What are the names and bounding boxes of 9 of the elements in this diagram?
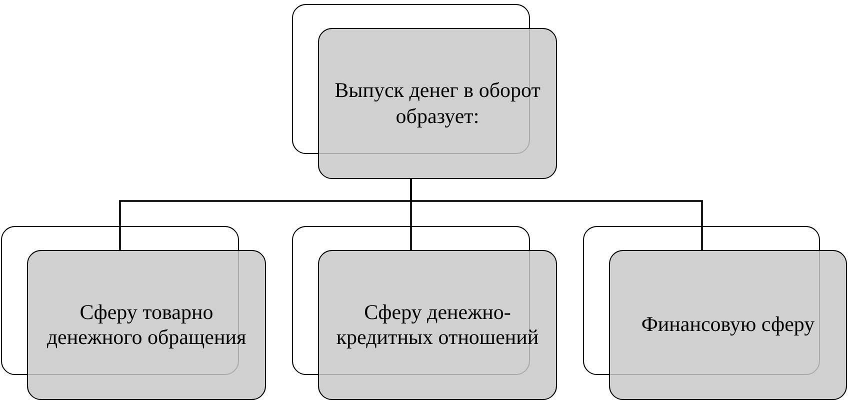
process-box <box>609 250 847 400</box>
connector-line <box>410 179 703 250</box>
box-label: Сферу денежно-кредитных отношений <box>335 300 540 350</box>
box-label: Сферу товарно денежного обращения <box>46 300 248 350</box>
process-box <box>318 250 557 400</box>
box-label: Выпуск денег в оборот образует: <box>334 78 542 129</box>
box-label: Финансовую сферу <box>641 312 815 338</box>
process-box <box>27 250 266 400</box>
process-box <box>318 28 557 179</box>
